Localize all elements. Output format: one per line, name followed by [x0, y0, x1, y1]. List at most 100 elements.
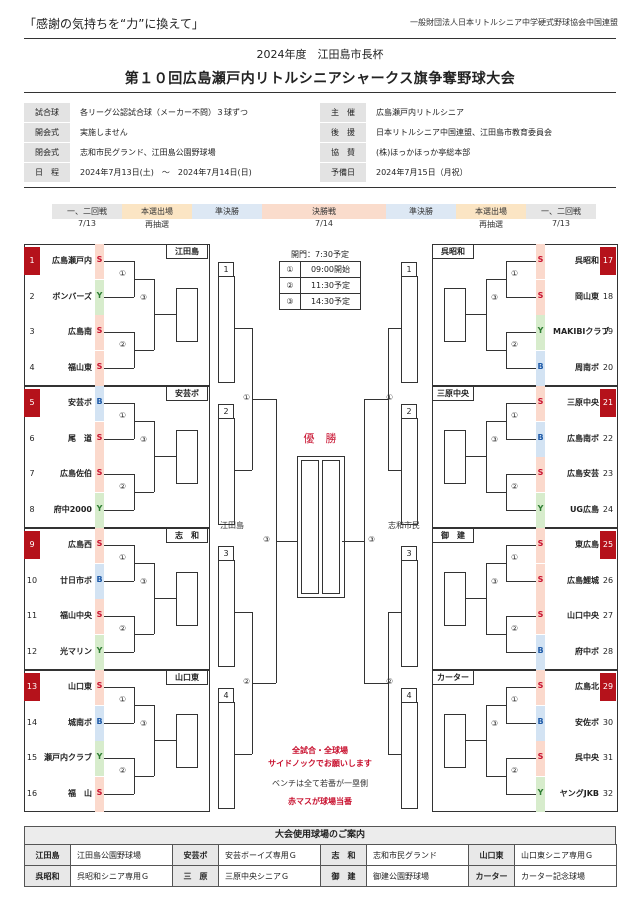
round-mark: ② [243, 677, 251, 686]
champion-label: 優 勝 [303, 432, 337, 445]
round-mark: ② [386, 677, 394, 686]
winner-slot [444, 430, 466, 485]
bracket-line [486, 278, 506, 280]
venue-key: 呉昭和 [24, 865, 71, 887]
info-value: 広島瀬戸内リトルシニア [376, 108, 464, 117]
league-strip [95, 492, 104, 528]
bracket-line [342, 541, 364, 542]
phase-label: 一、二回戦 [52, 204, 122, 219]
bracket-line [252, 399, 276, 400]
info-key: 日 程 [24, 163, 70, 182]
venue-title: 大会使用球場のご案内 [24, 826, 616, 844]
bracket-line [104, 332, 134, 333]
league-letter: Y [96, 752, 103, 761]
bracket-line [388, 612, 402, 613]
bracket-line [134, 349, 154, 351]
bracket-line [506, 474, 536, 475]
phase-label: 本選出場 [122, 204, 192, 219]
draw-slot-number: 2 [218, 404, 234, 419]
team-number: 11 [26, 611, 38, 620]
league-letter: S [537, 468, 544, 477]
team-number: 28 [602, 646, 614, 656]
note-line-1: 全試合・全球場 [292, 746, 348, 755]
league-strip [95, 705, 104, 741]
bracket-line [506, 261, 536, 262]
team-name: 広島南 [68, 327, 92, 336]
semi-venue-left: 江田島 [220, 521, 244, 530]
bracket-line [104, 367, 134, 369]
phase-cell: 本選出場再抽選 [456, 204, 526, 230]
info-row: 開会式実施しません後 援日本リトルシニア中国連盟、江田島市教育委員会 [24, 123, 616, 143]
venue-name: 江田島公園野球場 [70, 844, 173, 866]
draw-slot-number: 1 [218, 262, 234, 277]
final-slot-right [322, 460, 340, 594]
team-name: 府中ボ [575, 646, 599, 656]
round-mark: ② [119, 766, 127, 775]
bracket-line [464, 740, 486, 742]
team-name: 安佐ボ [575, 717, 599, 727]
phase-label: 準決勝 [386, 204, 456, 219]
league-strip [536, 350, 545, 386]
venue-key: 御 建 [320, 865, 367, 887]
winner-slot [176, 430, 198, 485]
round-mark: ① [119, 695, 127, 704]
bracket-line [104, 722, 134, 724]
bracket-line [486, 562, 506, 564]
round-mark: ③ [491, 576, 499, 586]
bracket-line [464, 456, 486, 458]
bracket-line [364, 399, 388, 400]
bracket-line [364, 399, 365, 683]
group-label: 江田島 [166, 244, 208, 259]
league-strip [95, 315, 104, 350]
league-letter: Y [96, 645, 103, 655]
round-mark: ③ [263, 535, 271, 544]
phase-date: 再抽選 [145, 220, 169, 229]
bracket-line [486, 633, 506, 635]
venue-name: カーター記念球場 [514, 865, 617, 887]
league-strip [95, 599, 104, 634]
team-number: 29 [600, 673, 616, 701]
bracket-line [134, 420, 154, 422]
league-letter: Y [96, 503, 103, 513]
bracket-line [134, 704, 154, 706]
info-value: 2024年7月15日（月祝） [376, 168, 468, 177]
subtitle: 2024年度 江田島市長杯 [256, 48, 384, 61]
venue-key: 江田島 [24, 844, 71, 866]
draw-slot [218, 560, 235, 667]
round-mark: ① [243, 393, 251, 402]
info-key: 試合球 [24, 103, 70, 122]
bracket-line [388, 754, 402, 755]
info-value: (株)ほっかほっか亭総本部 [376, 148, 471, 157]
team-name: 山口東 [68, 682, 92, 691]
team-number: 18 [602, 291, 614, 301]
team-name: 呉中央 [575, 753, 599, 762]
league-strip [536, 741, 545, 776]
league-strip [536, 244, 545, 279]
team-name: 瀬戸内クラブ [44, 753, 92, 762]
bracket-line [464, 314, 486, 316]
info-table: 試合球各リーグ公認試合球（メーカー不問）３球ずつ主 催広島瀬戸内リトルシニア開会… [24, 103, 616, 188]
league-strip [95, 244, 104, 279]
draw-slot-number: 4 [401, 688, 417, 703]
venue-name: 三原中央シニアＧ [218, 865, 321, 887]
phase-cell: 準決勝 [192, 204, 262, 219]
bracket-line [486, 349, 506, 351]
league-letter: S [96, 539, 103, 548]
bracket-line [104, 296, 134, 298]
bracket-line [506, 651, 536, 653]
round-mark: ② [119, 482, 127, 491]
semi-venue-right: 志和市民 [388, 521, 420, 530]
info-value: 各リーグ公認試合球（メーカー不問）３球ずつ [80, 108, 248, 117]
league-letter: B [537, 645, 544, 655]
note-line-2: サイドノックでお願いします [268, 759, 372, 768]
league-letter: B [537, 432, 544, 442]
league-letter: B [96, 574, 103, 584]
team-number: 31 [602, 753, 614, 762]
league-letter: S [96, 326, 103, 335]
draw-slot-number: 4 [218, 688, 234, 703]
